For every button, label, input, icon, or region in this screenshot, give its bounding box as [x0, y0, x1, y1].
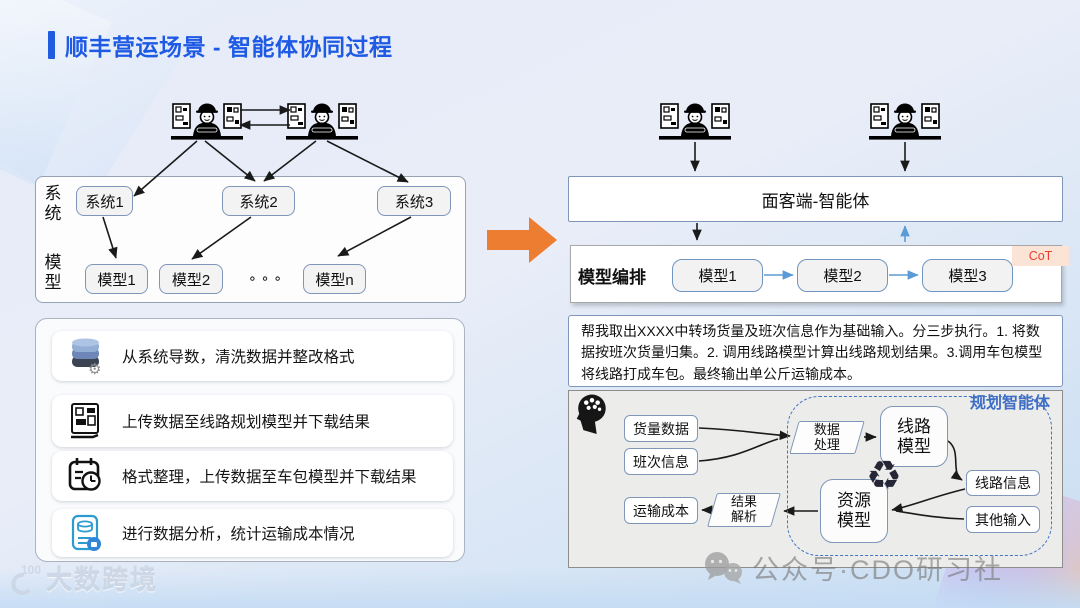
route-info-box: 线路信息	[966, 470, 1040, 496]
step-row-2: 上传数据至线路规划模型并下载结果	[52, 395, 453, 447]
svg-text:⚙: ⚙	[88, 361, 101, 376]
worker-icon	[170, 102, 244, 141]
system-3-box: 系统3	[377, 186, 451, 216]
resource-model-box: 资源 模型	[820, 479, 888, 543]
step-text: 上传数据至线路规划模型并下载结果	[122, 414, 371, 431]
cot-badge: CoT	[1012, 246, 1069, 266]
model-1-box: 模型1	[85, 264, 148, 294]
brand-watermark-text: 大数跨境	[46, 565, 159, 595]
form-pencil-icon	[71, 403, 99, 439]
brand-logo-icon: 100	[11, 563, 41, 595]
data-processing-label: 数据 处理	[813, 421, 840, 452]
output-transport-cost-box: 运输成本	[624, 497, 698, 524]
calendar-clock-icon	[68, 458, 101, 491]
orchestration-label: 模型编排	[578, 268, 646, 287]
brand-watermark: 100 大数跨境	[8, 560, 158, 597]
brand-logo-number: 100	[21, 563, 41, 577]
step-text: 格式整理，上传数据至车包模型并下载结果	[122, 469, 417, 486]
page-title: 顺丰营运场景 - 智能体协同过程	[48, 28, 392, 62]
step-row-3: 格式整理，上传数据至车包模型并下载结果	[52, 451, 453, 501]
wechat-watermark: 公众号·CDO研习社	[702, 548, 1003, 587]
orchestration-model-1: 模型1	[672, 259, 763, 292]
worker-icon	[658, 102, 732, 141]
database-gear-icon: ⚙	[72, 338, 101, 376]
other-input-box: 其他输入	[966, 506, 1040, 533]
result-parsing-label: 结果 解析	[730, 494, 757, 524]
step-text: 从系统导数，清洗数据并整改格式	[122, 349, 355, 366]
step-row-1: ⚙ 从系统导数，清洗数据并整改格式	[52, 331, 453, 381]
models-row-label: 模 型	[44, 253, 62, 292]
prompt-text-box: 帮我取出XXXX中转场货量及班次信息作为基础输入。分三步执行。1. 将数据按班次…	[568, 315, 1063, 387]
data-processing-step: 数据 处理	[789, 421, 865, 454]
recycle-icon: ♻	[866, 454, 902, 498]
client-agent-box: 面客端-智能体	[568, 176, 1063, 222]
step-row-4: 进行数据分析，统计运输成本情况	[52, 509, 453, 557]
input-cargo-data-box: 货量数据	[624, 415, 698, 442]
result-parsing-step: 结果 解析	[707, 493, 781, 527]
orchestration-model-2: 模型2	[797, 259, 888, 292]
transition-arrow-icon	[487, 217, 557, 263]
ellipsis-dots: ∘ ∘ ∘	[247, 270, 283, 286]
model-2-box: 模型2	[159, 264, 223, 294]
system-1-box: 系统1	[76, 186, 133, 216]
orchestration-model-3: 模型3	[922, 259, 1013, 292]
planning-agent-label: 规划智能体	[969, 395, 1050, 412]
step-text: 进行数据分析，统计运输成本情况	[122, 526, 355, 543]
systems-row-label: 系 统	[44, 184, 62, 223]
wechat-watermark-text: 公众号·CDO研习社	[752, 555, 1003, 585]
worker-icon	[285, 102, 359, 141]
wechat-icon	[705, 551, 742, 584]
title-text: 顺丰营运场景 - 智能体协同过程	[65, 34, 393, 60]
title-accent-bar	[48, 31, 55, 59]
input-shift-info-box: 班次信息	[624, 448, 698, 475]
worker-icon	[868, 102, 942, 141]
model-n-box: 模型n	[303, 264, 366, 294]
document-database-icon	[71, 514, 101, 551]
system-2-box: 系统2	[222, 186, 295, 216]
route-model-box: 线路 模型	[880, 406, 948, 467]
